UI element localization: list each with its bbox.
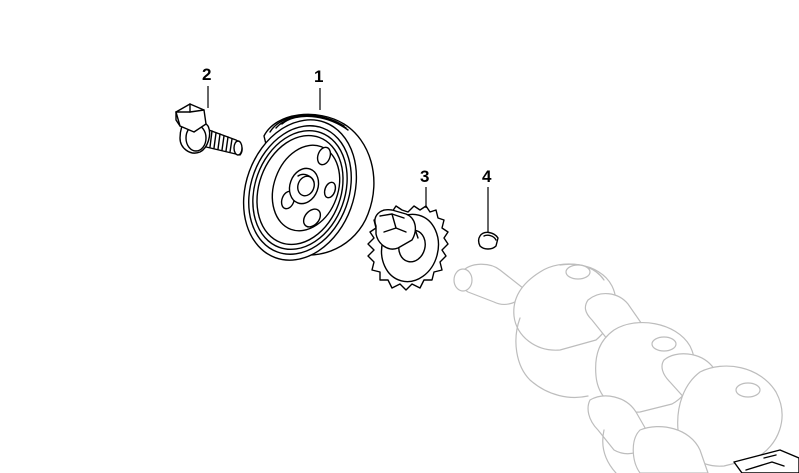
- pulley-part: [242, 113, 375, 261]
- callout-1: 1: [314, 67, 323, 86]
- woodruff-key-part: [477, 231, 499, 250]
- bolt-part: [175, 103, 243, 156]
- callout-3: 3: [420, 167, 429, 186]
- sprocket-part: [367, 205, 449, 291]
- crankshaft-ghost: [453, 263, 783, 473]
- callout-2: 2: [202, 65, 211, 84]
- callout-4: 4: [482, 167, 492, 186]
- corner-logo-icon: [733, 449, 799, 473]
